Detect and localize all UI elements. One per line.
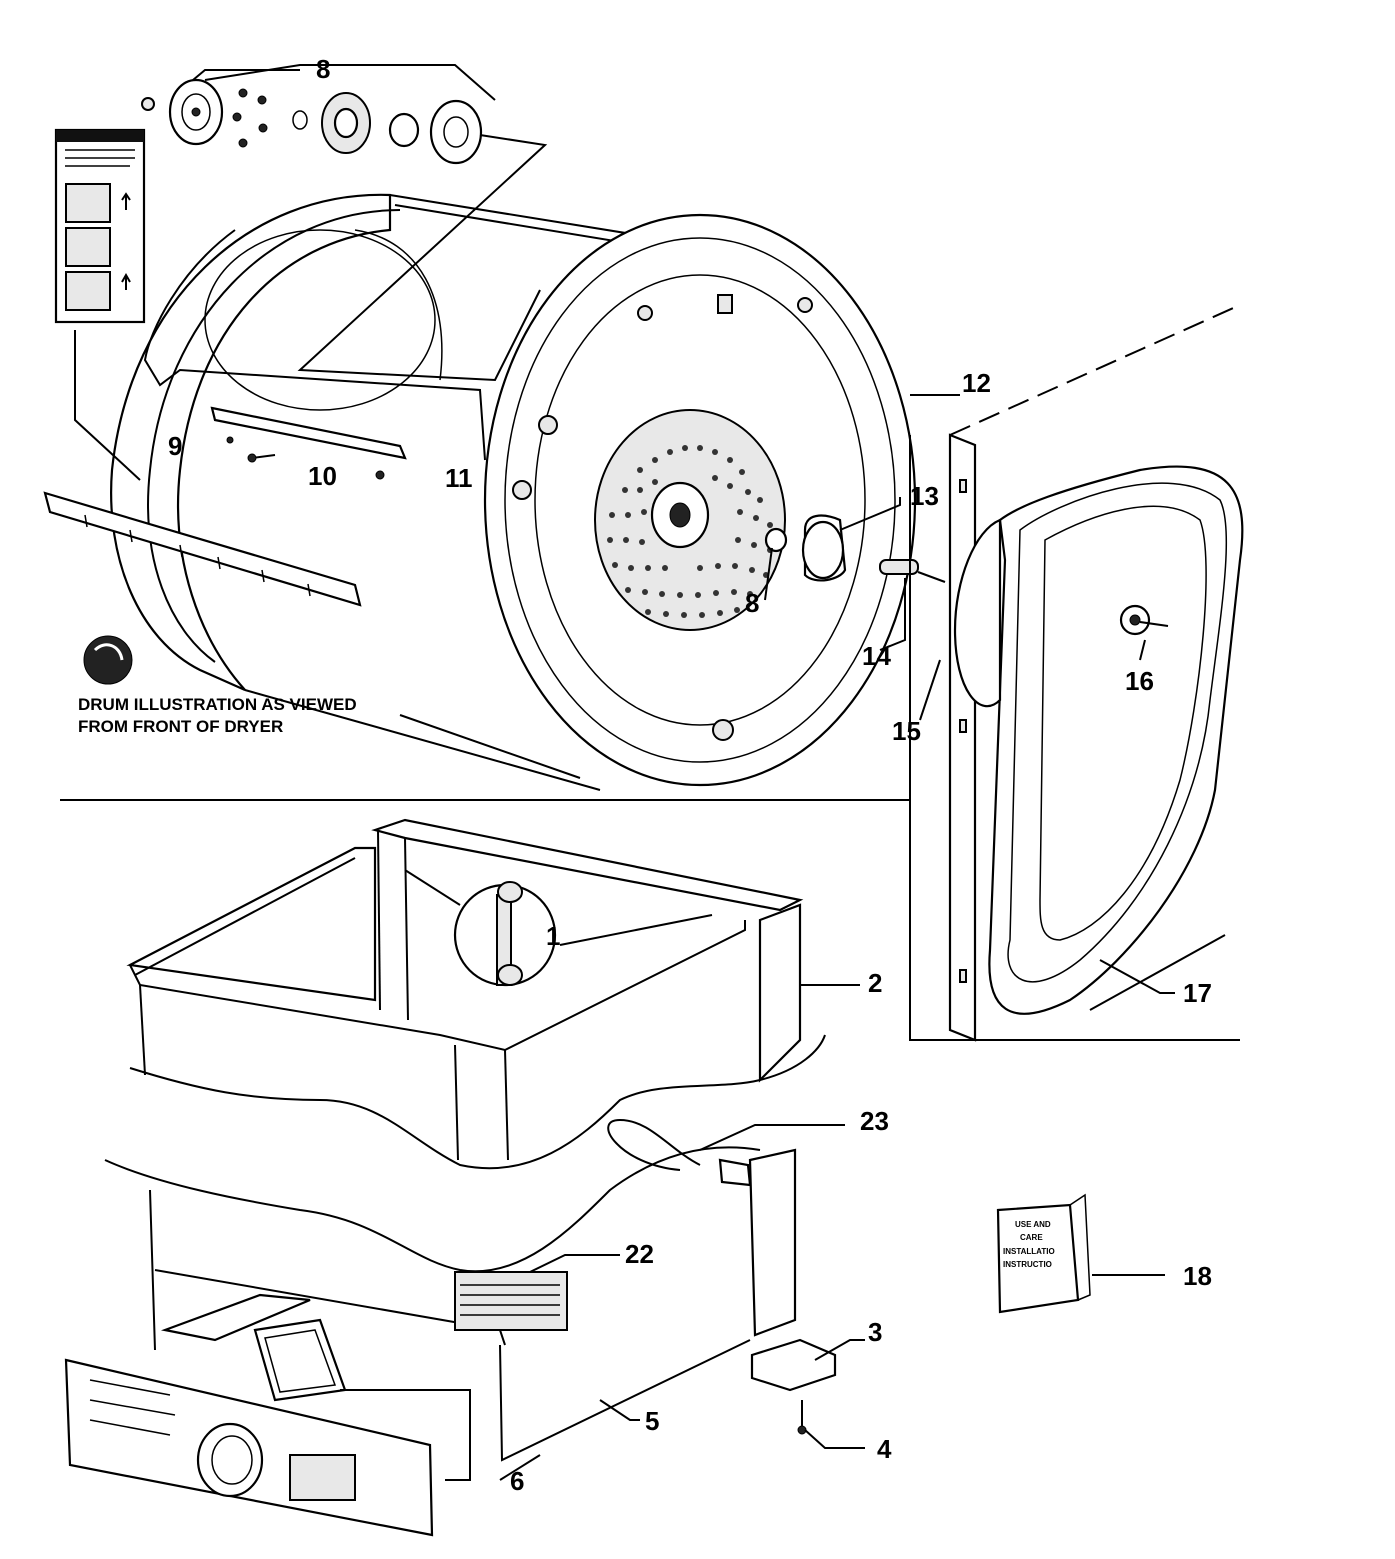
callout-3: 3 [868,1317,882,1347]
callout-14: 14 [862,641,891,671]
callout-18: 18 [1183,1261,1212,1291]
callout-8-top: 8 [316,54,330,84]
callout-12: 12 [962,368,991,398]
callout-4: 4 [877,1434,892,1464]
callout-15: 15 [892,716,921,746]
callout-labels: 8 9 10 11 12 13 8 14 15 16 17 1 2 23 22 … [168,54,1212,1496]
drum-bearing-hardware [141,64,548,382]
warning-label [54,128,146,481]
callout-11: 11 [445,463,473,493]
owners-manual: USE AND CARE INSTALLATIO INSTRUCTIO [996,1193,1165,1314]
callout-2: 2 [868,968,882,998]
callout-23: 23 [860,1106,889,1136]
callout-6: 6 [510,1466,524,1496]
rear-bulkhead [60,304,1244,1042]
caption-line-1: DRUM ILLUSTRATION AS VIEWED [78,695,357,714]
orientation-icon [83,635,133,685]
caption-line-2: FROM FRONT OF DRYER [78,717,283,736]
callout-9: 9 [168,431,182,461]
baffle-clips [84,514,311,597]
callout-8-shaft: 8 [745,588,759,618]
callout-1: 1 [546,921,560,951]
callout-22: 22 [625,1239,654,1269]
manual-text-3: INSTALLATIO [1003,1247,1055,1256]
manual-text-1: USE AND [1015,1220,1051,1229]
cabinet [64,818,865,1537]
callout-5: 5 [645,1406,659,1436]
blower-wheel-parts [764,497,946,651]
perforation-pattern [607,445,773,618]
callout-10: 10 [308,461,337,491]
callout-13: 13 [910,481,939,511]
callout-17: 17 [1183,978,1212,1008]
callout-16: 16 [1125,666,1154,696]
drum-assembly [43,193,917,791]
manual-text-2: CARE [1020,1233,1043,1242]
manual-text-4: INSTRUCTIO [1003,1260,1052,1269]
